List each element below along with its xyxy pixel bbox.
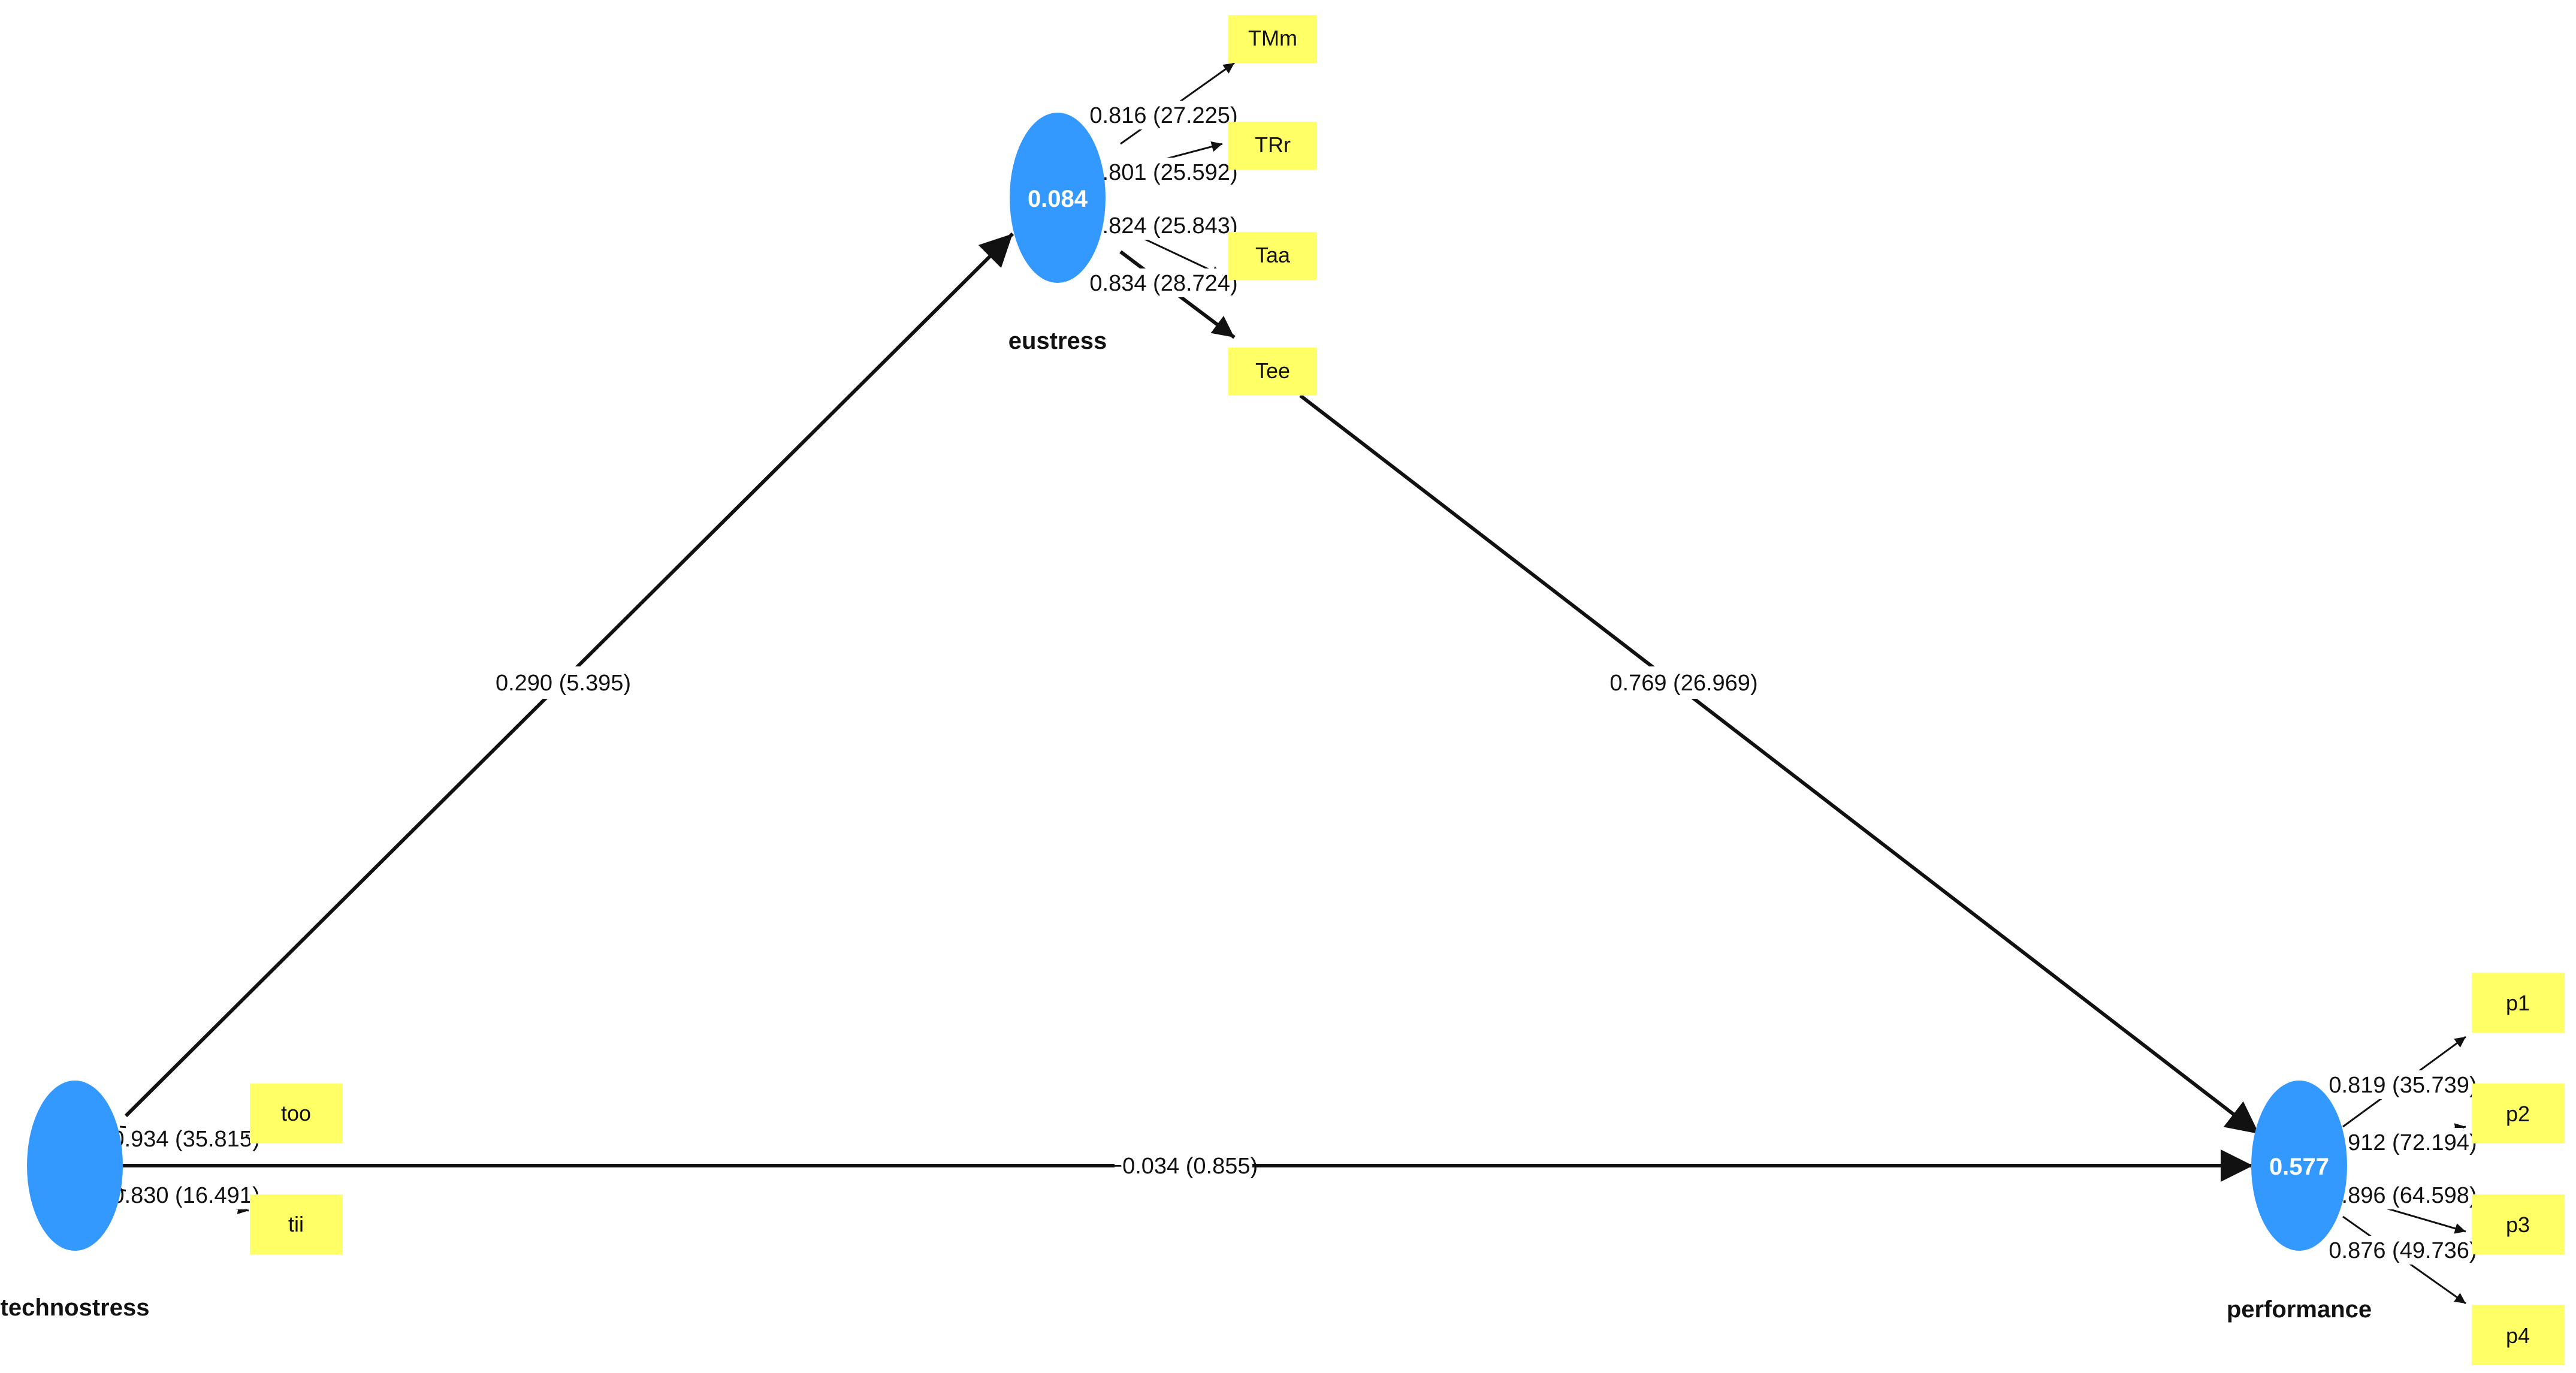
indicator-p3[interactable]: p3 xyxy=(2472,1194,2565,1254)
indicator-TMm[interactable]: TMm xyxy=(1228,15,1317,63)
loading-label-p3: 0.896 (64.598) xyxy=(2329,1183,2477,1208)
path-label-techno-performance: −0.034 (0.855) xyxy=(1109,1154,1258,1179)
indicator-TRr[interactable]: TRr xyxy=(1228,122,1317,170)
indicator-p1[interactable]: p1 xyxy=(2472,973,2565,1033)
svg-text:too: too xyxy=(281,1101,311,1125)
svg-text:p2: p2 xyxy=(2506,1102,2530,1126)
loading-label-p2: 0.912 (72.194) xyxy=(2329,1130,2477,1155)
svg-text:TMm: TMm xyxy=(1248,26,1297,50)
svg-text:TRr: TRr xyxy=(1255,132,1291,157)
indicator-Taa[interactable]: Taa xyxy=(1228,232,1317,280)
performance-label: performance xyxy=(2227,1296,2372,1323)
loading-label-too: 0.934 (35.815) xyxy=(111,1127,259,1152)
technostress-loadings: 0.934 (35.815) 0.830 (16.491) xyxy=(111,1124,260,1209)
loading-label-p1: 0.819 (35.739) xyxy=(2329,1073,2477,1098)
construct-performance[interactable]: 0.577 xyxy=(2251,1081,2347,1251)
loading-label-TRr: 0.801 (25.592) xyxy=(1089,160,1237,185)
loading-label-Tee: 0.834 (28.724) xyxy=(1089,271,1237,296)
technostress-label: technostress xyxy=(1,1294,150,1321)
eustress-r2: 0.084 xyxy=(1028,186,1088,212)
svg-text:p3: p3 xyxy=(2506,1212,2530,1237)
indicator-p4[interactable]: p4 xyxy=(2472,1305,2565,1365)
eustress-loadings: 0.816 (27.225) 0.801 (25.592) 0.824 (25.… xyxy=(1089,101,1238,297)
svg-text:Tee: Tee xyxy=(1255,358,1290,383)
loading-label-p4: 0.876 (49.736) xyxy=(2329,1238,2477,1263)
svg-text:Taa: Taa xyxy=(1255,243,1291,267)
svg-text:p1: p1 xyxy=(2506,991,2530,1015)
indicator-too[interactable]: too xyxy=(250,1084,343,1143)
svg-text:p4: p4 xyxy=(2506,1323,2530,1348)
performance-r2: 0.577 xyxy=(2269,1154,2329,1180)
indicator-tii[interactable]: tii xyxy=(250,1194,343,1254)
indicator-p2[interactable]: p2 xyxy=(2472,1084,2565,1143)
path-label-techno-eustress: 0.290 (5.395) xyxy=(496,671,631,696)
performance-loadings: 0.819 (35.739) 0.912 (72.194) 0.896 (64.… xyxy=(2329,1070,2477,1265)
construct-technostress[interactable] xyxy=(27,1081,123,1251)
loading-label-TMm: 0.816 (27.225) xyxy=(1089,103,1237,128)
construct-eustress[interactable]: 0.084 xyxy=(1010,113,1106,283)
eustress-label: eustress xyxy=(1008,328,1107,354)
path-eustress-performance xyxy=(1299,394,2260,1136)
loading-label-Taa: 0.824 (25.843) xyxy=(1089,213,1237,239)
indicator-Tee[interactable]: Tee xyxy=(1228,348,1317,396)
path-label-eustress-performance: 0.769 (26.969) xyxy=(1609,671,1757,696)
loading-label-tii: 0.830 (16.491) xyxy=(111,1183,259,1208)
svg-text:tii: tii xyxy=(288,1212,304,1236)
